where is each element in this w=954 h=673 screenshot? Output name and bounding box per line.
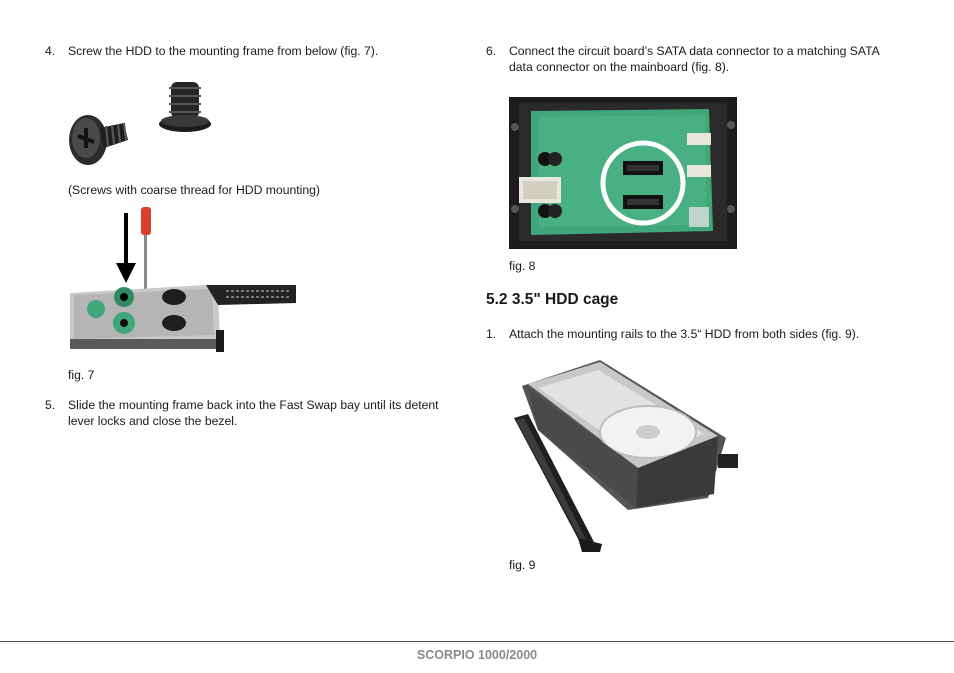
step-1-text: Attach the mounting rails to the 3.5“ HD… bbox=[509, 327, 860, 341]
step-5-number: 5. bbox=[45, 398, 56, 412]
step-6-number: 6. bbox=[486, 44, 497, 58]
step-4-text: Screw the HDD to the mounting frame from… bbox=[68, 44, 379, 58]
fig7-mounting-frame-image bbox=[66, 205, 298, 357]
fig8-caption: fig. 8 bbox=[509, 259, 536, 273]
down-arrow-icon bbox=[116, 213, 136, 283]
fig9-caption: fig. 9 bbox=[509, 558, 536, 572]
section-heading: 5.2 3.5" HDD cage bbox=[486, 291, 619, 308]
hdd-frame-image bbox=[70, 285, 296, 352]
fig9-hdd-rails-image bbox=[508, 358, 740, 554]
screws-caption: (Screws with coarse thread for HDD mount… bbox=[68, 183, 320, 197]
screws-illustration bbox=[66, 78, 216, 170]
step-5-text: Slide the mounting frame back into the F… bbox=[68, 398, 439, 428]
screwdriver-image bbox=[141, 207, 151, 293]
fig7-caption: fig. 7 bbox=[68, 368, 95, 382]
step-1-number: 1. bbox=[486, 327, 497, 341]
step-6-text: Connect the circuit board’s SATA data co… bbox=[509, 44, 880, 74]
footer-divider bbox=[0, 641, 954, 642]
fig8-circuit-board-image bbox=[509, 97, 737, 249]
step-4-number: 4. bbox=[45, 44, 56, 58]
flat-screw-image bbox=[69, 115, 128, 165]
highlight-circle bbox=[600, 140, 686, 226]
footer-product-name: SCORPIO 1000/2000 bbox=[416, 648, 538, 662]
standing-screw-image bbox=[159, 82, 211, 132]
